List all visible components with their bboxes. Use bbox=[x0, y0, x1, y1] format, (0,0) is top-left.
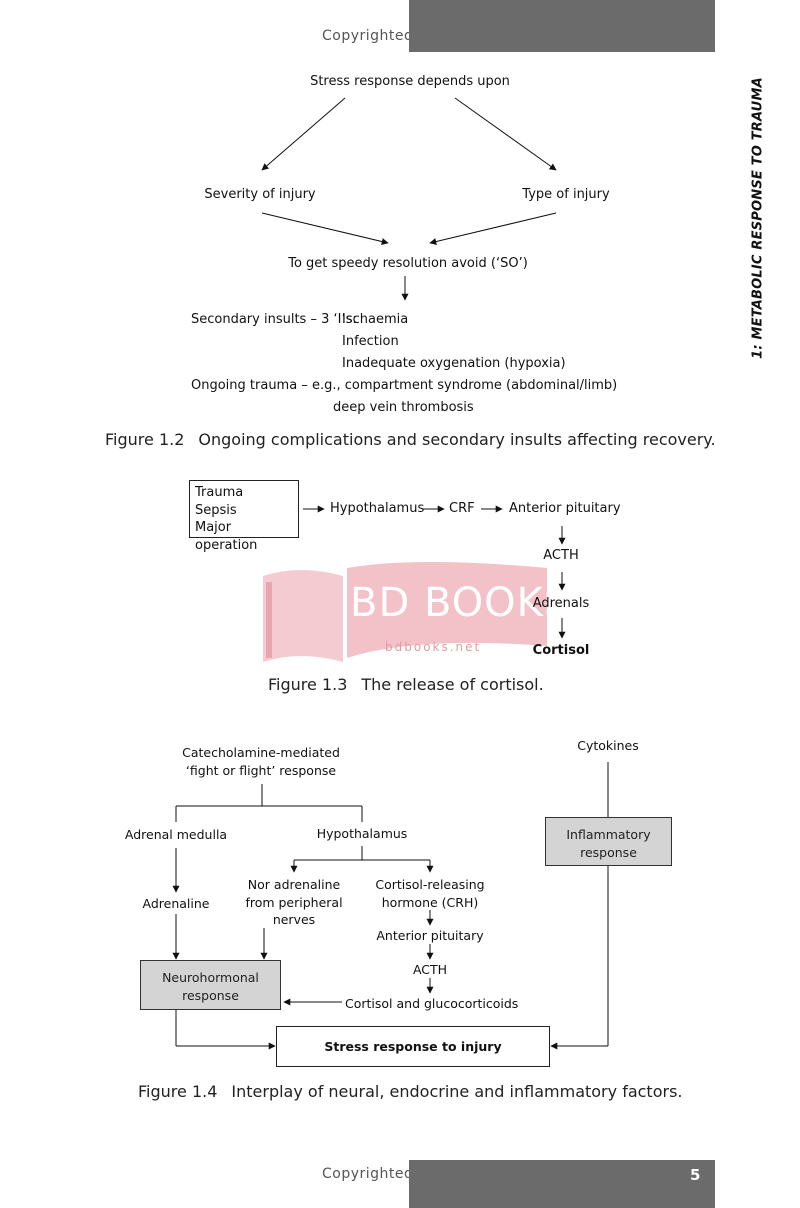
fig14-noradrenaline-line: nerves bbox=[272, 912, 316, 927]
fig14-inflammatory-response-box: Inflammatory response bbox=[545, 817, 672, 866]
fig14-acth-node: ACTH bbox=[412, 962, 448, 977]
fig12-stress-response-node: Stress response depends upon bbox=[310, 74, 510, 89]
fig14-catecholamine-line: Catecholamine-mediated bbox=[182, 745, 340, 760]
fig12-secondary-label: Secondary insults – 3 ‘I’s: bbox=[191, 312, 357, 327]
fig14-crh-line: hormone (CRH) bbox=[381, 894, 479, 910]
fig14-crh-node: Cortisol-releasing hormone (CRH) bbox=[375, 876, 484, 911]
header-bar bbox=[409, 0, 715, 52]
fig14-adrenaline-node: Adrenaline bbox=[142, 896, 210, 911]
fig14-inflammatory-line: Inflammatory bbox=[566, 827, 651, 842]
fig13-cause-box: Trauma Sepsis Major operation bbox=[189, 480, 299, 553]
fig12-caption-label: Figure 1.2 bbox=[105, 430, 185, 449]
fig13-anterior-pituitary-node: Anterior pituitary bbox=[509, 501, 621, 516]
watermark-book-icon bbox=[263, 562, 547, 662]
fig12-resolution-node: To get speedy resolution avoid (‘SO’) bbox=[288, 256, 528, 271]
watermark-title: BD BOOKS bbox=[350, 580, 571, 626]
page-number: 5 bbox=[690, 1166, 701, 1184]
fig13-cortisol-node: Cortisol bbox=[532, 643, 590, 658]
fig12-secondary-item: Infection bbox=[342, 334, 399, 349]
fig14-caption-label: Figure 1.4 bbox=[138, 1082, 218, 1101]
fig14-noradrenaline-line: from peripheral bbox=[245, 894, 343, 910]
fig13-cause-item: Sepsis bbox=[195, 502, 237, 518]
fig14-neurohormonal-line: response bbox=[182, 988, 239, 1003]
fig14-inflammatory-line: response bbox=[580, 845, 637, 860]
fig12-ongoing-label: Ongoing trauma – e.g., compartment syndr… bbox=[191, 378, 618, 393]
fig12-secondary-item: Ischaemia bbox=[342, 312, 409, 327]
fig14-noradrenaline-node: Nor adrenaline from peripheral nerves bbox=[245, 876, 342, 929]
fig13-hypothalamus-node: Hypothalamus bbox=[330, 501, 425, 516]
arrow-to-type bbox=[454, 97, 557, 171]
fig12-severity-node: Severity of injury bbox=[204, 187, 316, 202]
fig13-caption-text: The release of cortisol. bbox=[361, 675, 544, 694]
fig14-noradrenaline-line: Nor adrenaline bbox=[247, 877, 341, 892]
header-copyright: Copyrighted bbox=[322, 28, 414, 44]
fig14-neurohormonal-line: Neurohormonal bbox=[162, 970, 259, 985]
fig14-stress-response-label: Stress response to injury bbox=[324, 1039, 502, 1054]
fig12-caption-text: Ongoing complications and secondary insu… bbox=[198, 430, 716, 449]
fig13-cause-item: Trauma bbox=[195, 485, 244, 500]
fig12-ongoing-item: deep vein thrombosis bbox=[333, 400, 474, 415]
fig14-neurohormonal-response-box: Neurohormonal response bbox=[140, 960, 281, 1010]
fig14-cortisol-gluco-node: Cortisol and glucocorticoids bbox=[345, 996, 519, 1011]
fig13-caption: Figure 1.3 The release of cortisol. bbox=[268, 675, 544, 694]
fig14-catecholamine-node: Catecholamine-mediated ‘fight or flight’… bbox=[182, 744, 340, 780]
fig14-hypothalamus-node: Hypothalamus bbox=[316, 826, 408, 841]
fig14-cytokines-node: Cytokines bbox=[577, 738, 639, 753]
arrow-to-severity bbox=[261, 97, 346, 171]
arrow-type-to-resolution bbox=[429, 212, 557, 245]
fig14-anterior-pituitary-node: Anterior pituitary bbox=[376, 928, 484, 943]
fig12-secondary-item: Inadequate oxygenation (hypoxia) bbox=[342, 356, 566, 371]
fig13-caption-label: Figure 1.3 bbox=[268, 675, 348, 694]
footer-bar bbox=[409, 1160, 715, 1208]
arrow-severity-to-resolution bbox=[261, 212, 389, 245]
fig14-caption: Figure 1.4 Interplay of neural, endocrine… bbox=[138, 1082, 682, 1101]
watermark-url: bdbooks.net bbox=[385, 640, 482, 654]
fig13-adrenals-node: Adrenals bbox=[532, 596, 590, 611]
fig14-stress-response-box: Stress response to injury bbox=[276, 1026, 550, 1067]
fig14-crh-line: Cortisol-releasing bbox=[375, 877, 485, 892]
fig14-adrenal-medulla-node: Adrenal medulla bbox=[124, 827, 228, 842]
fig14-catecholamine-line: ‘fight or flight’ response bbox=[185, 763, 337, 778]
watermark: BD BOOKS bdbooks.net bbox=[255, 558, 569, 668]
fig13-cause-item: Major operation bbox=[195, 520, 258, 553]
fig13-crf-node: CRF bbox=[449, 501, 475, 516]
fig12-type-node: Type of injury bbox=[522, 187, 610, 202]
footer-copyright: Copyrighted bbox=[322, 1166, 414, 1182]
fig13-acth-node: ACTH bbox=[543, 548, 579, 563]
fig12-caption: Figure 1.2 Ongoing complications and seco… bbox=[105, 430, 716, 449]
fig14-caption-text: Interplay of neural, endocrine and infla… bbox=[231, 1082, 683, 1101]
